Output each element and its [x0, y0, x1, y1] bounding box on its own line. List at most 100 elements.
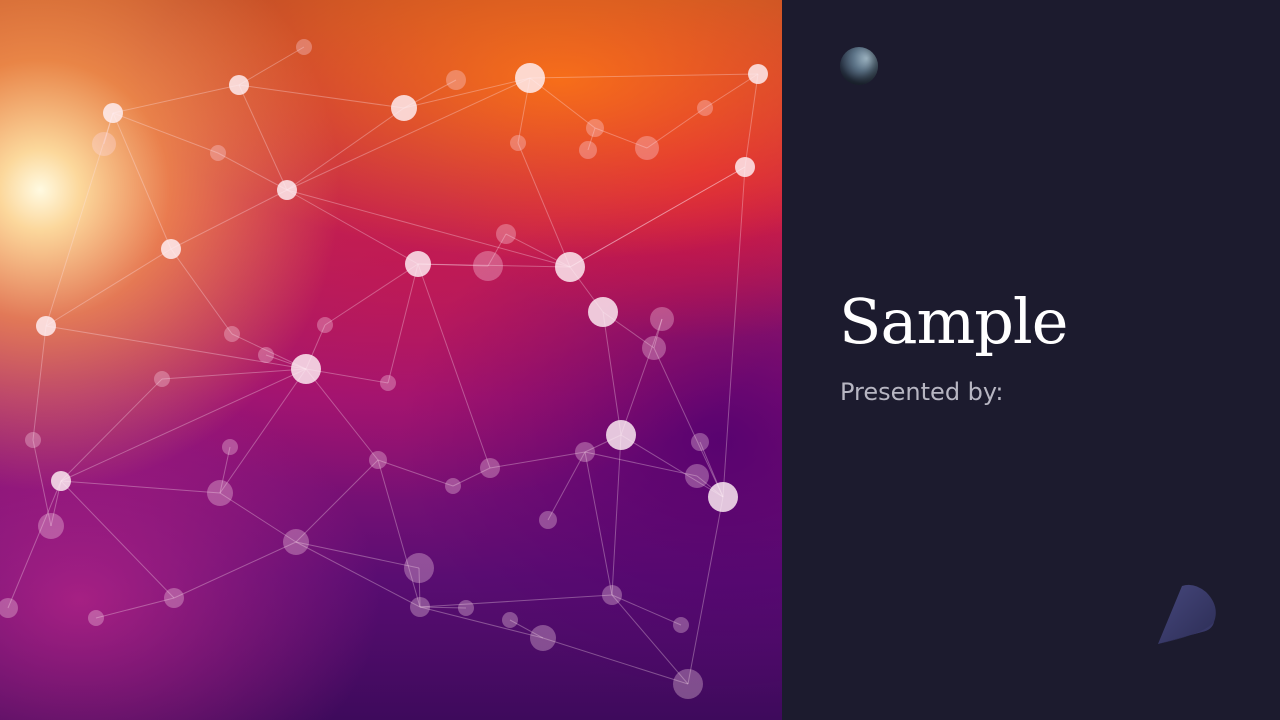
network-link	[60, 480, 221, 494]
network-node	[480, 458, 500, 478]
network-node	[317, 317, 333, 333]
network-link	[704, 73, 759, 109]
network-link	[594, 127, 648, 149]
network-node	[748, 64, 768, 84]
network-link	[620, 318, 663, 436]
network-link	[611, 594, 682, 626]
network-node	[685, 464, 709, 488]
network-link	[646, 107, 706, 149]
slide-title[interactable]: Sample	[839, 285, 1068, 358]
network-hero-image	[0, 0, 782, 720]
network-link	[95, 597, 175, 619]
network-link	[238, 84, 405, 109]
network-link	[286, 189, 419, 265]
network-link	[286, 189, 571, 268]
network-node	[369, 451, 387, 469]
network-node	[404, 553, 434, 583]
title-panel: Sample Presented by:	[782, 0, 1280, 720]
network-link	[487, 233, 507, 267]
network-node	[291, 354, 321, 384]
network-node	[161, 239, 181, 259]
network-link	[112, 112, 219, 154]
network-link	[45, 112, 114, 327]
network-node	[222, 439, 238, 455]
network-link	[569, 166, 746, 268]
network-node	[606, 420, 636, 450]
network-node	[391, 95, 417, 121]
network-link	[32, 325, 47, 441]
network-link	[417, 263, 571, 268]
network-node	[103, 103, 123, 123]
network-node	[735, 157, 755, 177]
network-node	[539, 511, 557, 529]
network-node	[635, 136, 659, 160]
network-link	[45, 325, 307, 370]
slide-subtitle[interactable]: Presented by:	[840, 378, 1004, 406]
network-node	[673, 617, 689, 633]
network-link	[620, 434, 724, 498]
network-link	[7, 480, 62, 609]
network-node	[697, 100, 713, 116]
network-link	[324, 263, 419, 326]
network-node	[673, 669, 703, 699]
network-link	[305, 368, 379, 461]
network-node	[458, 600, 474, 616]
network-link	[584, 451, 698, 477]
network-link	[602, 311, 622, 436]
network-node	[575, 442, 595, 462]
network-node	[691, 433, 709, 451]
network-node	[405, 251, 431, 277]
network-node	[555, 252, 585, 282]
network-node	[38, 513, 64, 539]
network-graph	[0, 39, 768, 699]
network-link	[217, 152, 288, 191]
network-link	[509, 619, 544, 639]
network-link	[112, 112, 172, 250]
network-link	[452, 467, 491, 487]
network-link	[587, 127, 596, 151]
network-link	[744, 73, 759, 168]
network-link	[219, 446, 231, 494]
network-link	[584, 451, 613, 596]
network-link	[173, 541, 297, 599]
network-node	[510, 135, 526, 151]
network-link	[377, 459, 421, 608]
network-link	[529, 73, 759, 79]
network-node	[410, 597, 430, 617]
network-link	[542, 637, 689, 685]
network-link	[32, 439, 52, 527]
network-node	[296, 39, 312, 55]
network-link	[653, 347, 724, 498]
network-link	[418, 567, 421, 608]
network-node	[496, 224, 516, 244]
network-node	[642, 336, 666, 360]
network-link	[419, 606, 544, 639]
network-link	[295, 459, 379, 543]
network-node	[283, 529, 309, 555]
network-link	[547, 451, 586, 521]
network-node	[588, 297, 618, 327]
network-node	[229, 75, 249, 95]
network-node	[164, 588, 184, 608]
network-link	[569, 166, 746, 268]
network-node	[473, 251, 503, 281]
network-node	[502, 612, 518, 628]
network-node	[0, 598, 18, 618]
network-link	[286, 77, 531, 191]
network-link	[387, 263, 419, 384]
cone-icon	[1158, 584, 1216, 644]
network-node	[446, 70, 466, 90]
network-node	[258, 347, 274, 363]
network-node	[154, 371, 170, 387]
network-node	[579, 141, 597, 159]
network-link	[611, 594, 689, 685]
network-node	[88, 610, 104, 626]
network-node	[650, 307, 674, 331]
network-node	[445, 478, 461, 494]
network-link	[45, 248, 172, 327]
network-link	[219, 492, 297, 543]
network-link	[60, 368, 307, 482]
network-node	[602, 585, 622, 605]
network-link	[687, 496, 724, 685]
